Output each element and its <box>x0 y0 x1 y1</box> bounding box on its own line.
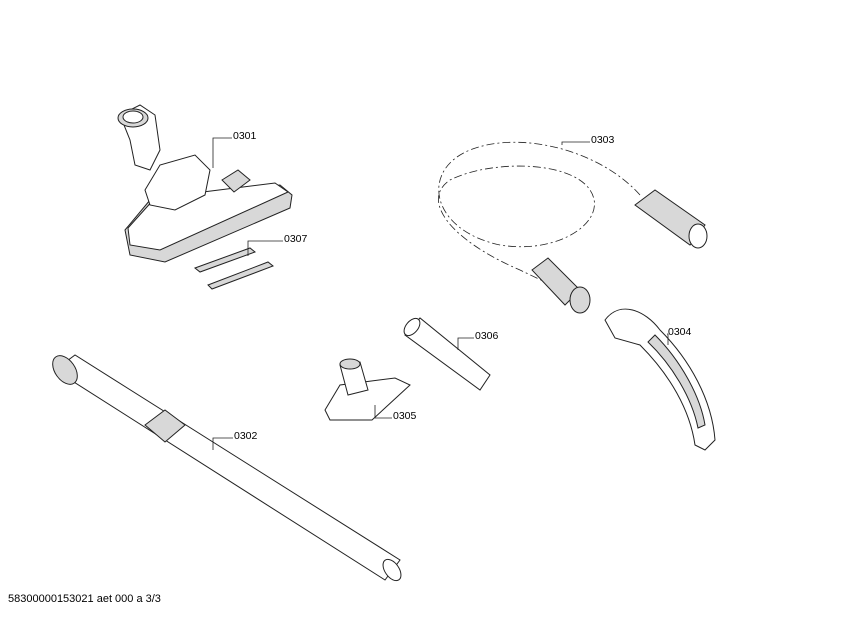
upholstery-nozzle-part <box>324 358 411 421</box>
part-label-0301: 0301 <box>233 130 257 142</box>
part-label-0304: 0304 <box>668 326 692 338</box>
part-label-0305: 0305 <box>393 410 417 422</box>
tube-part <box>52 354 402 582</box>
crevice-nozzle-part <box>403 317 491 391</box>
handle-part <box>604 308 716 451</box>
strips-part <box>193 247 274 290</box>
part-label-0303: 0303 <box>591 134 615 146</box>
document-footer-id: 58300000153021 aet 000 a 3/3 <box>8 593 161 605</box>
hose-part <box>438 141 708 314</box>
part-label-0307: 0307 <box>284 233 308 245</box>
floor-nozzle-part <box>117 104 293 263</box>
leader-lines <box>212 137 669 450</box>
part-label-0306: 0306 <box>475 330 499 342</box>
part-label-0302: 0302 <box>234 430 258 442</box>
